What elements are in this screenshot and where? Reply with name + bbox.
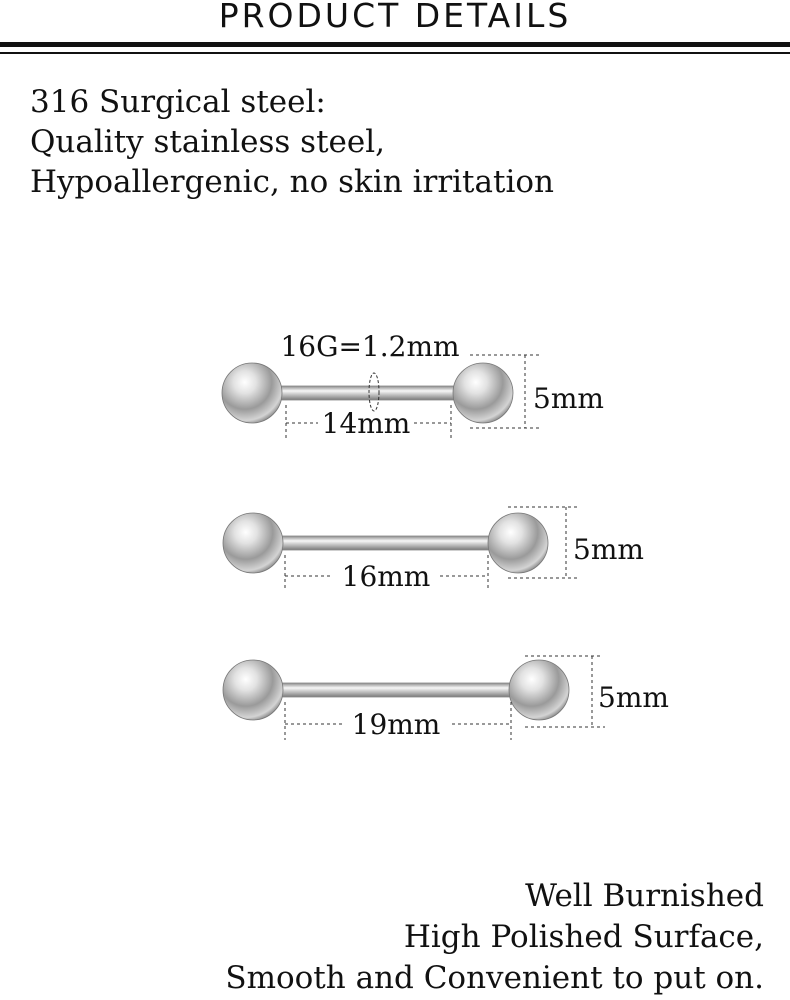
outro-text: Well Burnished High Polished Surface, Sm… bbox=[225, 876, 764, 999]
steel-ball-icon bbox=[221, 362, 283, 424]
barbell-icon bbox=[221, 362, 514, 424]
dimension-lines bbox=[284, 506, 578, 590]
outro-line: Well Burnished bbox=[525, 878, 764, 914]
gauge-label: 16G=1.2mm bbox=[280, 330, 459, 363]
length-label: 19mm bbox=[352, 708, 441, 741]
bar-shaft bbox=[277, 385, 459, 401]
barbell-icon bbox=[222, 512, 549, 574]
length-label: 16mm bbox=[342, 560, 431, 593]
barbell-icon bbox=[222, 659, 570, 721]
header-divider-thin bbox=[0, 52, 790, 54]
steel-ball-icon bbox=[487, 512, 549, 574]
outro-line: Smooth and Convenient to put on. bbox=[225, 960, 764, 996]
steel-ball-icon bbox=[452, 362, 514, 424]
intro-line: 316 Surgical steel: bbox=[30, 84, 326, 120]
ball-size-label: 5mm bbox=[598, 681, 669, 714]
steel-ball-icon bbox=[222, 659, 284, 721]
dimension-lines bbox=[284, 655, 605, 740]
bar-shaft bbox=[279, 535, 519, 551]
ball-size-label: 5mm bbox=[533, 382, 604, 415]
intro-line: Quality stainless steel, bbox=[30, 124, 386, 160]
bar-shaft bbox=[279, 682, 531, 698]
gauge-marker bbox=[368, 372, 380, 412]
length-label: 14mm bbox=[322, 407, 411, 440]
dimension-lines bbox=[285, 354, 540, 438]
steel-ball-icon bbox=[508, 659, 570, 721]
steel-ball-icon bbox=[222, 512, 284, 574]
intro-text: 316 Surgical steel: Quality stainless st… bbox=[30, 82, 554, 202]
ball-size-label: 5mm bbox=[573, 533, 644, 566]
header-divider-thick bbox=[0, 42, 790, 47]
outro-line: High Polished Surface, bbox=[403, 919, 764, 955]
page-title: PRODUCT DETAILS bbox=[218, 0, 572, 35]
intro-line: Hypoallergenic, no skin irritation bbox=[30, 164, 554, 200]
